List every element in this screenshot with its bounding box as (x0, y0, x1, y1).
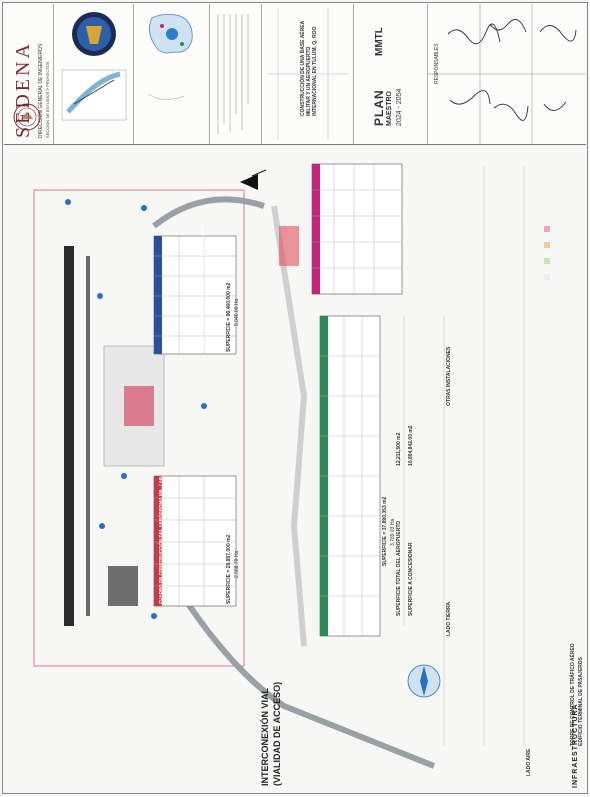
plan-block: PLAN MAESTRO 2024 - 2054 MMTL (354, 4, 428, 144)
concesionar-value: 10,804,842.00 m2 (408, 425, 414, 466)
table-concession (319, 315, 381, 637)
table-b-surface: SUPERFICIE = 25,887,000 m2 (226, 534, 232, 604)
infra-label: INFRAESTRUCTURA (572, 703, 579, 788)
north-arrow-icon (240, 169, 267, 190)
plan-label: PLAN (372, 89, 386, 126)
terminal-zone (124, 386, 154, 426)
title-block: SEDENA DIRECCIÓN GENERAL DE INGENIEROS S… (4, 4, 586, 145)
location-map (61, 12, 127, 121)
legend-lado-aire: LADO AIRE (526, 748, 532, 776)
table-a-surface: SUPERFICIE = 90,460,000 m2 (226, 282, 232, 352)
interconexion-title: INTERCONEXIÓN VIAL (260, 687, 270, 786)
plan-years: 2024 - 2054 (396, 88, 403, 126)
aerodrome-boundary (33, 189, 245, 667)
project-block: CONSTRUCCIÓN DE UNA BASE AÉREA MILITAR Y… (262, 4, 354, 144)
table-corridor (311, 163, 403, 295)
table-b-ha: 2,588.70 Ha (234, 550, 240, 578)
legend-swatches (544, 226, 550, 280)
project-grid (268, 8, 348, 140)
table-a-ha: 9,046.00 Ha (234, 298, 240, 326)
project-code: MMTL (374, 27, 385, 56)
legend-lines (403, 166, 525, 746)
table-b-title: CUADRO DE CONSTRUCCIÓN DEL AERÓDROMO MIL… (158, 475, 163, 604)
signatures-block: RESPONSABLES (428, 4, 586, 144)
state-map (147, 14, 193, 100)
table-c-surface: SUPERFICIE = 37,890,353 m2 (382, 496, 388, 566)
toll-plaza (279, 226, 299, 266)
eagle-seal-icon (13, 103, 41, 131)
legend-otras: OTRAS INSTALACIONES (446, 346, 452, 406)
table-a-title: CUADRO DE CONSTRUCCIÓN DEL AEROPUERTO MI… (200, 224, 205, 352)
interconexion-subtitle: (VIALIDAD DE ACCESO) (272, 681, 282, 786)
runway (64, 246, 74, 626)
master-plan-drawing: CUADRO DE CONSTRUCCIÓN DEL AEROPUERTO MI… (4, 146, 586, 792)
compass-rose-icon (407, 664, 441, 698)
org-block: SEDENA DIRECCIÓN GENERAL DE INGENIEROS S… (4, 4, 54, 144)
military-zone (108, 566, 138, 606)
taxiway (86, 256, 90, 616)
total-value: 12,211,500 m2 (396, 432, 402, 466)
table-military (153, 475, 237, 607)
vialidad-acceso (271, 205, 308, 647)
state-map-block (134, 4, 210, 144)
concesionar-label: SUPERFICIE A CONCESIONAR (408, 542, 414, 616)
total-label: SUPERFICIE TOTAL DEL AEROPUERTO (396, 520, 402, 616)
legend-lado-tierra: LADO TIERRA (446, 601, 452, 636)
access-road-north (152, 196, 265, 229)
table-aerodrome (153, 235, 237, 355)
signatures-lines (428, 4, 586, 144)
responsables-label: RESPONSABLES (434, 43, 440, 84)
plan-label-2: MAESTRO (386, 91, 393, 126)
notes-lines (217, 14, 249, 134)
site-plan-svg (33, 163, 550, 769)
location-block (54, 4, 134, 144)
org-subtitle-2: SECCIÓN DE ESTUDIOS Y PROYECTOS (45, 61, 50, 138)
notes-block (210, 4, 262, 144)
